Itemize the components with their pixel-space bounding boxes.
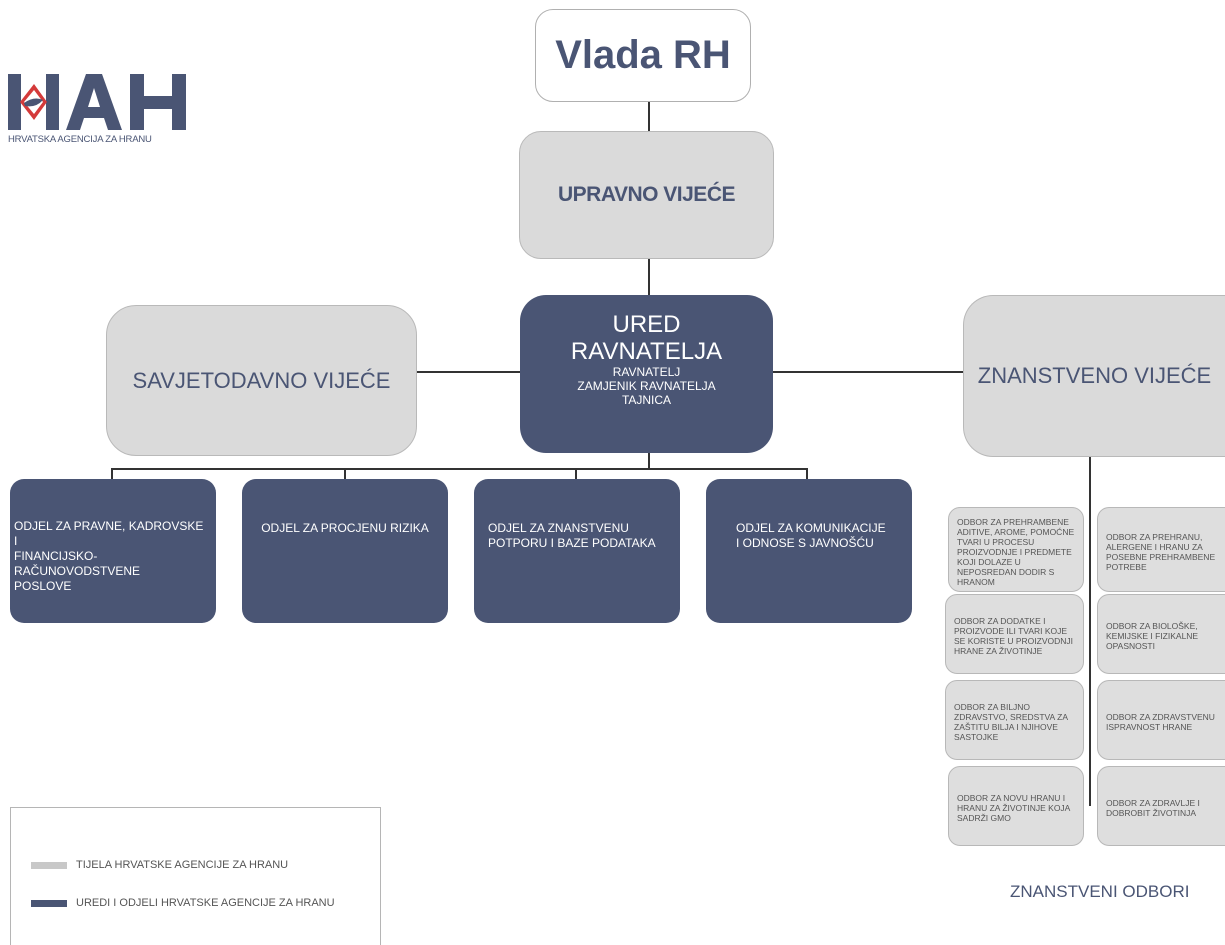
ured-ravnatelja-box: URED RAVNATELJA RAVNATELJ ZAMJENIK RAVNA… [520,295,773,453]
committee-box: ODBOR ZA BIOLOŠKE, KEMIJSKE I FIZIKALNE … [1097,594,1225,674]
hah-logo-mark [8,74,186,130]
department-label: ODJEL ZA ZNANSTVENU POTPORU I BAZE PODAT… [488,521,656,550]
committee-label: ODBOR ZA BIOLOŠKE, KEMIJSKE I FIZIKALNE … [1106,621,1199,651]
ured-ravnatelja-title-2: RAVNATELJA [570,338,723,365]
director-staff-3: TAJNICA [621,393,672,407]
committee-box: ODBOR ZA ZDRAVLJE I DOBROBIT ŽIVOTINJA [1097,766,1225,846]
committee-label: ODBOR ZA PREHRANU, ALERGENE I HRANU ZA P… [1106,531,1216,572]
director-staff-1: RAVNATELJ [612,365,681,379]
legend-box: TIJELA HRVATSKE AGENCIJE ZA HRANU UREDI … [10,807,381,945]
department-label: ODJEL ZA PRAVNE, KADROVSKE I FINANCIJSKO… [14,519,204,593]
committee-box: ODBOR ZA PREHRAMBENE ADITIVE, AROME, POM… [948,507,1084,592]
legend-item: UREDI I ODJELI HRVATSKE AGENCIJE ZA HRAN… [31,897,371,911]
legend-swatch-dark [31,900,67,907]
savjetodavno-vijece-box: SAVJETODAVNO VIJEĆE [106,305,417,456]
ured-ravnatelja-title-1: URED [612,311,681,338]
znanstveno-vijece-title: ZNANSTVENO VIJEĆE [977,363,1212,388]
connector-dept-1 [111,468,113,481]
vlada-rh-title: Vlada RH [555,33,731,77]
legend-label: UREDI I ODJELI HRVATSKE AGENCIJE ZA HRAN… [76,897,335,909]
committee-box: ODBOR ZA BILJNO ZDRAVSTVO, SREDSTVA ZA Z… [945,680,1084,760]
committee-box: ODBOR ZA DODATKE I PROIZVODE ILI TVARI K… [945,594,1084,674]
committee-label: ODBOR ZA ZDRAVSTVENU ISPRAVNOST HRANE [1106,712,1215,732]
department-box-risk-assessment: ODJEL ZA PROCJENU RIZIKA [242,479,448,623]
connector-director-depts [648,452,650,469]
connector-committees [1089,456,1091,806]
upravno-vijece-title: UPRAVNO VIJEĆE [558,183,736,206]
department-box-communications: ODJEL ZA KOMUNIKACIJE I ODNOSE S JAVNOŠĆ… [706,479,912,623]
vlada-rh-box: Vlada RH [535,9,751,102]
legend-swatch-light [31,862,67,869]
connector-scientific [772,371,964,373]
connector-advisory [417,371,521,373]
hah-logo-subtitle: HRVATSKA AGENCIJA ZA HRANU [8,134,152,145]
committee-label: ODBOR ZA PREHRAMBENE ADITIVE, AROME, POM… [957,516,1075,587]
connector-depts-bar [111,468,806,470]
savjetodavno-vijece-title: SAVJETODAVNO VIJEĆE [132,367,391,393]
department-label: ODJEL ZA PROCJENU RIZIKA [261,521,429,535]
committees-caption: ZNANSTVENI ODBORI [1010,882,1190,901]
department-label: ODJEL ZA KOMUNIKACIJE I ODNOSE S JAVNOŠĆ… [736,521,886,550]
committee-label: ODBOR ZA NOVU HRANU I HRANU ZA ŽIVOTINJE… [957,793,1070,823]
department-box-science-databases: ODJEL ZA ZNANSTVENU POTPORU I BAZE PODAT… [474,479,680,623]
upravno-vijece-box: UPRAVNO VIJEĆE [519,131,774,259]
committee-label: ODBOR ZA BILJNO ZDRAVSTVO, SREDSTVA ZA Z… [954,702,1068,742]
committee-box: ODBOR ZA NOVU HRANU I HRANU ZA ŽIVOTINJE… [948,766,1084,846]
connector-board-director [648,258,650,296]
hah-logo: HRVATSKA AGENCIJA ZA HRANU [6,70,196,150]
committee-label: ODBOR ZA DODATKE I PROIZVODE ILI TVARI K… [954,616,1074,656]
department-box-legal-finance: ODJEL ZA PRAVNE, KADROVSKE I FINANCIJSKO… [10,479,216,623]
legend-label: TIJELA HRVATSKE AGENCIJE ZA HRANU [76,859,289,871]
committee-label: ODBOR ZA ZDRAVLJE I DOBROBIT ŽIVOTINJA [1106,798,1200,818]
connector-dept-3 [575,468,577,481]
director-staff-2: ZAMJENIK RAVNATELJA [577,379,716,393]
legend-item: TIJELA HRVATSKE AGENCIJE ZA HRANU [31,859,371,873]
znanstveno-vijece-box: ZNANSTVENO VIJEĆE [963,295,1225,457]
committee-box: ODBOR ZA ZDRAVSTVENU ISPRAVNOST HRANE [1097,680,1225,760]
connector-dept-2 [344,468,346,481]
committee-box: ODBOR ZA PREHRANU, ALERGENE I HRANU ZA P… [1097,507,1225,592]
connector-dept-4 [806,468,808,481]
connector-top [648,101,650,131]
